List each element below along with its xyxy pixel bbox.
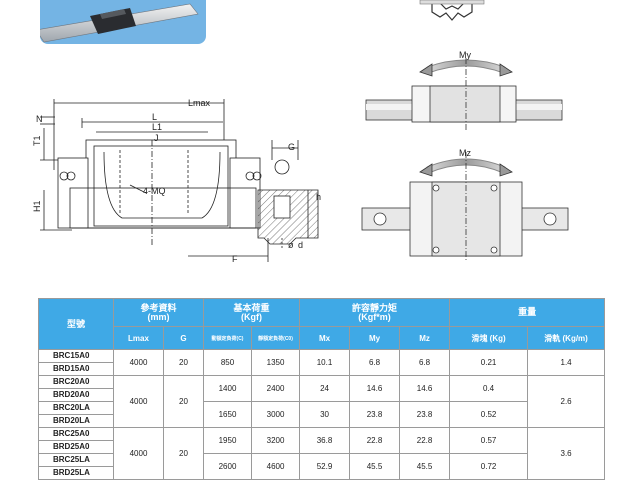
header-mz: Mz (399, 326, 451, 350)
model-cell: BRD20LA (38, 414, 114, 428)
my-cell: 23.8 (349, 401, 401, 428)
c0-cell: 2400 (251, 375, 301, 402)
slider-cell: 0.57 (449, 427, 529, 454)
table-row: BRD15A0 (38, 362, 605, 376)
rail-cross-section (188, 140, 319, 262)
g-cell: 20 (162, 349, 205, 376)
header-dynamic-load: 動額定負荷(C) (203, 326, 253, 350)
rail-cell: 2.6 (527, 375, 606, 428)
header-static-moment: 許容靜力矩 (Kgf*m) (299, 298, 451, 327)
dim-l: L (152, 112, 157, 122)
c0-cell: 1350 (251, 349, 301, 376)
header-my: My (349, 326, 401, 350)
table-row: BRD25LA (38, 466, 605, 480)
my-cell: 14.6 (349, 375, 401, 402)
product-photo (40, 0, 206, 44)
table-row: BRD20A0 (38, 388, 605, 402)
lmax-cell: 4000 (113, 427, 164, 480)
header-g: G (162, 326, 205, 350)
c-cell: 1950 (203, 427, 253, 454)
mx-cell: 10.1 (299, 349, 351, 376)
dim-g: G (288, 142, 295, 152)
g-cell: 20 (162, 427, 205, 480)
rail-cell: 3.6 (527, 427, 606, 480)
my-cell: 22.8 (349, 427, 401, 454)
model-cell: BRD20A0 (38, 388, 114, 402)
model-cell: BRC20A0 (38, 375, 114, 389)
mx-cell: 24 (299, 375, 351, 402)
header-reference: 參考資料 (mm) (112, 298, 205, 327)
dim-h: h (316, 192, 321, 202)
label-my: My (459, 50, 471, 60)
dim-d: d (298, 240, 303, 250)
specification-table: 型號 參考資料 (mm) 基本荷重 (Kgf) 許容靜力矩 (Kgf*m) 重量… (38, 298, 606, 480)
dim-n: N (36, 114, 43, 124)
slider-cell: 0.4 (449, 375, 529, 402)
slider-cell: 0.72 (449, 453, 529, 480)
mx-cell: 52.9 (299, 453, 351, 480)
c-cell: 1400 (203, 375, 253, 402)
mz-cell: 23.8 (399, 401, 451, 428)
dim-h1: H1 (32, 200, 42, 212)
rail-profile-end-view (431, 0, 473, 21)
header-model: 型號 (38, 298, 114, 350)
c-cell: 850 (203, 349, 253, 376)
header-weight: 重量 (449, 298, 606, 327)
header-lmax: Lmax (113, 326, 164, 350)
my-cell: 45.5 (349, 453, 401, 480)
mx-cell: 36.8 (299, 427, 351, 454)
header-basic-load: 基本荷重 (Kgf) (203, 298, 301, 327)
slider-cell: 0.52 (449, 401, 529, 428)
dim-l1: L1 (152, 122, 162, 132)
model-cell: BRC25LA (38, 453, 114, 467)
c0-cell: 3000 (251, 401, 301, 428)
dim-f: F (232, 254, 238, 264)
header-rail-weight: 滑軌 (Kg/m) (527, 326, 606, 350)
mz-moment-view (361, 152, 569, 262)
header-slider-weight: 滑塊 (Kg) (449, 326, 529, 350)
header-mx: Mx (299, 326, 351, 350)
label-4-mq: 4-MQ (143, 186, 166, 196)
g-cell: 20 (162, 375, 205, 428)
my-cell: 6.8 (349, 349, 401, 376)
mz-cell: 6.8 (399, 349, 451, 376)
c0-cell: 4600 (251, 453, 301, 480)
phi-symbol: ø (288, 240, 294, 250)
mx-cell: 30 (299, 401, 351, 428)
dim-t1: T1 (32, 135, 42, 146)
model-cell: BRD15A0 (38, 362, 114, 376)
c0-cell: 3200 (251, 427, 301, 454)
mz-cell: 22.8 (399, 427, 451, 454)
technical-drawing: Lmax L L1 J N T1 H1 4-MQ G F d h My Mz ø (32, 0, 569, 264)
table-row: BRD25A0 (38, 440, 605, 454)
model-cell: BRC15A0 (38, 349, 114, 363)
table-row: BRD20LA (38, 414, 605, 428)
mz-cell: 14.6 (399, 375, 451, 402)
label-mz: Mz (459, 148, 471, 158)
my-moment-view (365, 58, 563, 130)
c-cell: 2600 (203, 453, 253, 480)
lmax-cell: 4000 (113, 375, 164, 428)
lmax-cell: 4000 (113, 349, 164, 376)
model-cell: BRC25A0 (38, 427, 114, 441)
model-cell: BRD25LA (38, 466, 114, 480)
side-elevation-view (40, 99, 262, 245)
rail-cell: 1.4 (527, 349, 606, 376)
slider-cell: 0.21 (449, 349, 529, 376)
dim-j: J (154, 133, 159, 143)
dim-lmax: Lmax (188, 98, 211, 108)
mz-cell: 45.5 (399, 453, 451, 480)
header-static-load: 靜額定負荷(C0) (251, 326, 301, 350)
model-cell: BRC20LA (38, 401, 114, 415)
model-cell: BRD25A0 (38, 440, 114, 454)
c-cell: 1650 (203, 401, 253, 428)
